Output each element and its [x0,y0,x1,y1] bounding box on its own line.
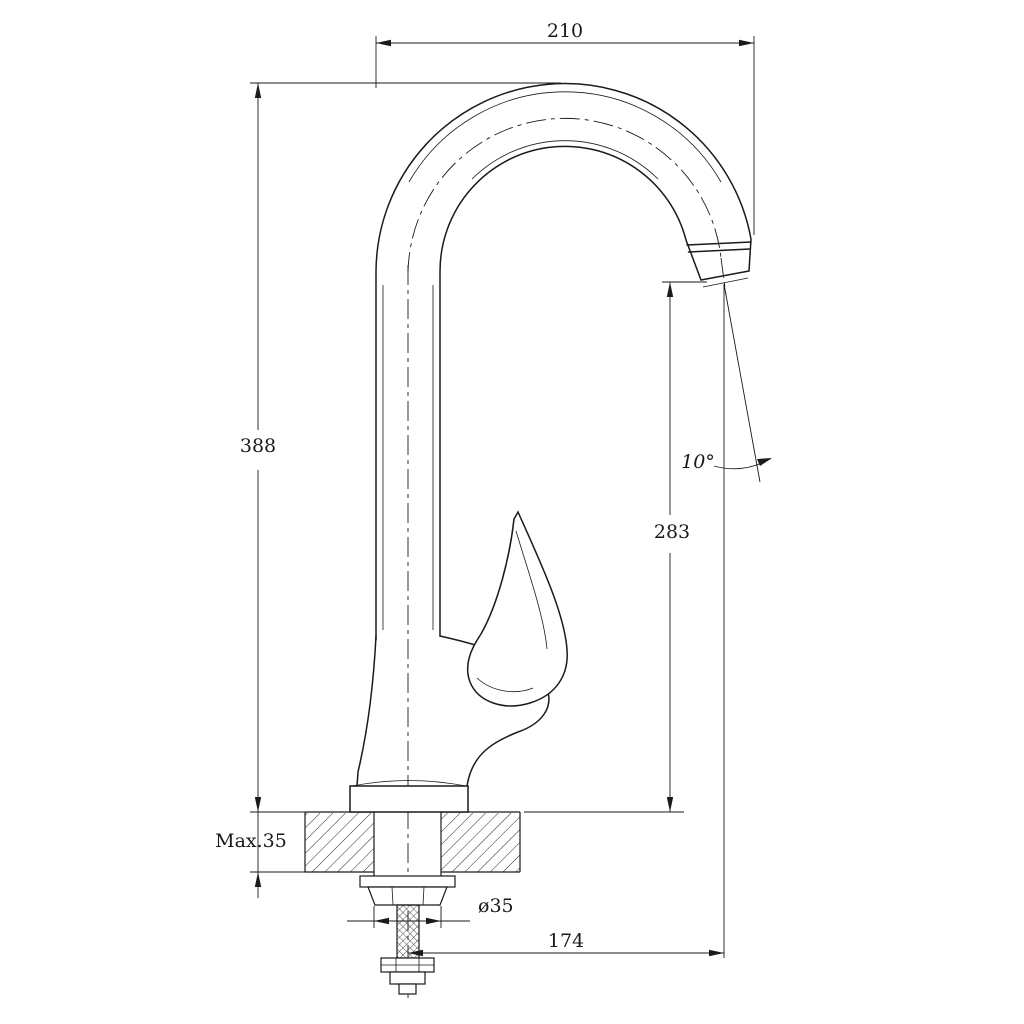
aerator-band [686,241,752,253]
spout-centerline-arc [407,117,722,273]
counter-section [304,811,521,873]
dim-label-overall-height: 388 [240,435,276,457]
base-flange [349,785,469,813]
counter-hatch-left [305,813,374,872]
lock-nut-facets [391,886,425,906]
mounting-washer [359,875,456,888]
ext-dia35 [373,906,442,928]
outlet-face-line [702,277,749,288]
hose-nut-facets [381,958,434,972]
spout-outline [375,82,752,641]
dim-label-max-thickness: Max.35 [215,830,287,852]
body-left-edge [356,635,377,787]
arrow-283-bottom [666,797,674,812]
hose-fitting [389,971,426,985]
dimension-lines: 210 388 283 10° Max.35 ø35 174 [215,20,772,958]
base-dome-line [351,780,467,787]
arrow-174-right [709,949,724,957]
arrow-210-left [376,39,391,47]
angle-10-line [723,283,761,483]
dim-label-outlet-height: 283 [654,521,690,543]
arrow-dia35-right [426,917,441,925]
counter-hatch-right [441,813,520,872]
dim-label-outlet-angle: 10° [681,451,715,473]
threaded-stud [396,904,420,959]
dim-label-spout-reach: 174 [548,930,584,952]
handle-lever [466,510,568,707]
handle-edge-line [515,530,548,650]
handle-base-line [476,677,534,693]
arrow-210-right [739,39,754,47]
arrow-max35-bottom [254,872,262,887]
spout-highlight-outer [408,91,722,183]
riser-highlight-lines [382,285,434,630]
faucet-body [349,82,752,813]
lock-nut [367,886,448,906]
arrow-174-left [408,949,423,957]
arrow-388-top [254,83,262,98]
dim-label-spout-width: 210 [547,20,583,42]
arrow-angle-arc [757,458,772,466]
arrow-283-top [666,282,674,297]
shank-body [373,812,442,876]
counter-outline [304,811,521,873]
arrow-dia35-left [374,917,389,925]
mounting-hardware [359,812,456,995]
arrow-388-bottom [254,797,262,812]
hose-stub [398,983,417,995]
dim-label-hole-diameter: ø35 [478,895,514,917]
spout-highlight-inner [471,140,659,180]
